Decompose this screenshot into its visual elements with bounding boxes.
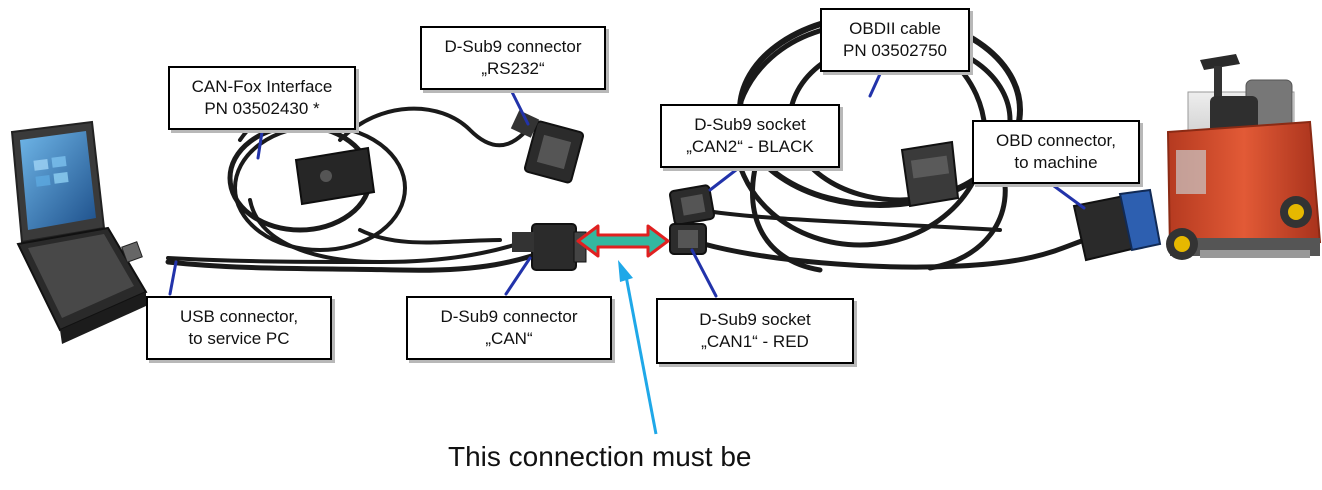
label-obd-connector-line1: OBD connector, [995, 131, 1116, 150]
label-dsub-rs232-line2: „RS232“ [481, 59, 545, 78]
label-usb-connector-line2: to service PC [188, 329, 290, 348]
d-sub9-connector-can [512, 223, 587, 271]
leader-line-usb [168, 260, 178, 296]
leader-line-rs232 [510, 90, 530, 126]
leader-line-canfox [256, 130, 264, 160]
leader-line-can1 [690, 248, 718, 298]
label-dsub-rs232-line1: D-Sub9 connector [444, 37, 582, 56]
label-usb-connector-line1: USB connector, [179, 307, 299, 326]
leader-lines [168, 72, 1086, 298]
label-canfox-interface: CAN-Fox Interface PN 03502430 * [168, 66, 356, 130]
label-canfox-line2: PN 03502430 * [204, 99, 320, 118]
label-obdii-cable: OBDII cable PN 03502750 [820, 8, 970, 72]
label-dsub-rs232: D-Sub9 connector „RS232“ [420, 26, 606, 90]
connection-note: This connection must be [448, 441, 752, 472]
label-canfox-line1: CAN-Fox Interface [191, 77, 333, 96]
label-socket-can2-line1: D-Sub9 socket [694, 115, 806, 134]
double-arrow-icon [576, 224, 670, 258]
label-socket-can2: D-Sub9 socket „CAN2“ - BLACK [660, 104, 840, 168]
label-obd-connector: OBD connector, to machine [972, 120, 1140, 184]
label-obdii-cable-line2: PN 03502750 [843, 41, 947, 60]
leader-line-obd-connector [1052, 184, 1086, 210]
obd-connector-icon [1072, 188, 1162, 262]
laptop-icon [10, 120, 148, 344]
label-obdii-cable-line1: OBDII cable [849, 19, 941, 38]
label-socket-can1: D-Sub9 socket „CAN1“ - RED [656, 298, 854, 364]
leader-line-can2 [708, 168, 738, 192]
leader-line-dsub-can [504, 256, 532, 296]
note-pointer-arrow [618, 260, 658, 435]
floor-scrubber-machine-icon [1166, 54, 1322, 260]
label-socket-can1-line2: „CAN1“ - RED [701, 332, 809, 351]
label-obd-connector-line2: to machine [1014, 153, 1098, 172]
label-dsub-can-line1: D-Sub9 connector [440, 307, 578, 326]
d-sub9-socket-can1 [669, 223, 707, 255]
label-socket-can1-line1: D-Sub9 socket [699, 310, 811, 329]
label-dsub-can: D-Sub9 connector „CAN“ [406, 296, 612, 360]
d-sub9-connector-icon [510, 110, 585, 184]
label-dsub-can-line2: „CAN“ [485, 329, 533, 348]
leader-line-obdii-cable [868, 72, 882, 98]
d-sub9-socket-can2 [668, 184, 716, 226]
label-socket-can2-line2: „CAN2“ - BLACK [686, 137, 814, 156]
obdii-plug [900, 140, 960, 208]
label-usb-connector: USB connector, to service PC [146, 296, 332, 360]
can-fox-interface-device [294, 146, 376, 206]
